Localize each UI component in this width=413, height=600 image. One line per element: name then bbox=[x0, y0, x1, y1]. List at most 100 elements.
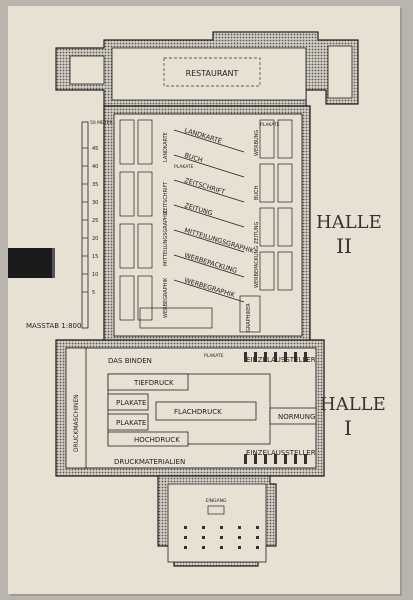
halle2-left-booth bbox=[119, 119, 135, 165]
entrance-pillar bbox=[256, 536, 259, 539]
halle2-left-booth-inner bbox=[137, 171, 153, 217]
scale-tick-label: 5 bbox=[92, 290, 95, 296]
halle1-pillar bbox=[294, 454, 297, 464]
halle2-right-booth bbox=[277, 251, 293, 291]
entrance-pillar bbox=[238, 536, 241, 539]
halle1-pillar bbox=[304, 352, 307, 362]
tiefdruck-label: TIEFDRUCK bbox=[133, 379, 174, 387]
plakate-top-label: PLAKATE bbox=[260, 122, 280, 128]
scale-unit-label: 50 METER bbox=[90, 120, 113, 126]
halle2-diagonal-line bbox=[173, 254, 245, 278]
scale-label: MASSTAB 1:800 bbox=[26, 322, 82, 330]
halle1-pillar bbox=[274, 454, 277, 464]
entrance-wing bbox=[157, 475, 277, 567]
halle1-pillar bbox=[264, 454, 267, 464]
halle1-pillar bbox=[264, 352, 267, 362]
restaurant-label: RESTAURANT bbox=[186, 69, 239, 78]
halle-1-heading: HALLE I bbox=[320, 394, 386, 440]
scale-tick-label: 40 bbox=[92, 164, 98, 170]
flachdruck-label: FLACHDRUCK bbox=[174, 408, 222, 416]
halle-1-title: HALLE bbox=[320, 394, 386, 415]
halle2-right-booth bbox=[277, 163, 293, 203]
halle1-pillar bbox=[294, 352, 297, 362]
halle1-pillar bbox=[244, 454, 247, 464]
entrance-pillar bbox=[220, 546, 223, 549]
halle2-left-label: WERBEGRAPHIK bbox=[163, 277, 169, 318]
plakate-b-label: PLAKATE bbox=[116, 419, 146, 427]
druckmaterialien-label: DRUCKMATERIALIEN bbox=[114, 458, 185, 466]
halle2-left-label: LANDKARTE bbox=[163, 132, 169, 162]
halle1-pillar bbox=[304, 454, 307, 464]
halle2-diagonal-line bbox=[173, 129, 245, 153]
halle1-pillar bbox=[274, 352, 277, 362]
entrance-pillar bbox=[184, 526, 187, 529]
halle2-right-booth-inner bbox=[259, 251, 275, 291]
entrance-pillar bbox=[202, 546, 205, 549]
page-tab bbox=[8, 248, 55, 278]
halle2-right-booth bbox=[277, 207, 293, 247]
halle1-pillar bbox=[254, 454, 257, 464]
scale-bar: 45 40 35 30 25 20 15 10 5 bbox=[81, 121, 98, 329]
das-binden-label: DAS BINDEN bbox=[108, 357, 152, 365]
plakate-mid-label: PLAKATE bbox=[174, 164, 194, 170]
entrance-pillar bbox=[202, 536, 205, 539]
entrance-pillar bbox=[238, 526, 241, 529]
halle2-right-label: WERBUNG bbox=[254, 130, 260, 156]
scale-tick-label: 10 bbox=[92, 272, 98, 278]
entrance-pillar bbox=[202, 526, 205, 529]
einzelaussteller-bottom-label: EINZELAUSSTELLER bbox=[246, 449, 316, 457]
scale-tick-label: 35 bbox=[92, 182, 98, 188]
entrance-pillar bbox=[184, 536, 187, 539]
halle1-pillar bbox=[254, 352, 257, 362]
hochdruck-label: HOCHDRUCK bbox=[134, 436, 180, 444]
halle2-right-label: ZEITUNG bbox=[254, 221, 260, 244]
entrance-pillar bbox=[256, 526, 259, 529]
halle2-left-booth bbox=[119, 223, 135, 269]
halle2-diagonal-line bbox=[173, 179, 245, 203]
halle2-right-booth bbox=[277, 119, 293, 159]
halle2-diagonal-line bbox=[173, 204, 245, 228]
scale-tick-label: 20 bbox=[92, 236, 98, 242]
halle2-left-booth bbox=[119, 275, 135, 321]
halle2-left-label: ZEITSCHRIFT bbox=[163, 181, 169, 214]
druckmaschinen-label: DRUCKMASCHINEN bbox=[73, 394, 80, 452]
scale-tick-label: 15 bbox=[92, 254, 98, 260]
halle2-left-booth-inner bbox=[137, 275, 153, 321]
entrance-pillar bbox=[220, 536, 223, 539]
halle1-pillar bbox=[244, 352, 247, 362]
plakate-a-label: PLAKATE bbox=[116, 399, 146, 407]
scale-tick-label: 25 bbox=[92, 218, 98, 224]
halle-1-numeral: I bbox=[344, 416, 352, 440]
halle2-right-label: BUCH bbox=[254, 185, 260, 200]
einzelaussteller-top-label: EINZELAUSSTELLER bbox=[246, 356, 316, 364]
graphiker-label: GRAPHIKER bbox=[246, 303, 252, 332]
entrance-pillar bbox=[184, 546, 187, 549]
halle2-diagonal-line bbox=[173, 279, 245, 303]
halle2-left-booth-inner bbox=[137, 223, 153, 269]
halle-2-heading: HALLE II bbox=[316, 212, 382, 258]
normung-label: NORMUNG bbox=[278, 413, 315, 421]
halle2-left-booth bbox=[119, 171, 135, 217]
halle1-pillar bbox=[284, 454, 287, 464]
restaurant-wing bbox=[55, 31, 359, 107]
eingang-label: EINGANG bbox=[206, 498, 227, 504]
halle2-right-booth-inner bbox=[259, 119, 275, 159]
halle2-right-label: WERBEPACKUNG bbox=[254, 246, 260, 288]
scale-tick-label: 45 bbox=[92, 146, 98, 152]
halle2-diagonal-line bbox=[173, 229, 245, 253]
halle-1-block bbox=[55, 339, 325, 477]
entrance-pillar bbox=[256, 546, 259, 549]
halle2-left-label: MITTEILUNGSGRAPHIK bbox=[163, 210, 169, 266]
halle1-pillar bbox=[284, 352, 287, 362]
halle2-right-booth-inner bbox=[259, 207, 275, 247]
halle-2-title: HALLE bbox=[316, 212, 382, 233]
entrance-pillar bbox=[220, 526, 223, 529]
halle2-left-booth-inner bbox=[137, 119, 153, 165]
scale-tick-label: 30 bbox=[92, 200, 98, 206]
halle-2-numeral: II bbox=[336, 234, 352, 258]
halle2-right-booth-inner bbox=[259, 163, 275, 203]
halle2-diagonal-line bbox=[173, 154, 245, 178]
